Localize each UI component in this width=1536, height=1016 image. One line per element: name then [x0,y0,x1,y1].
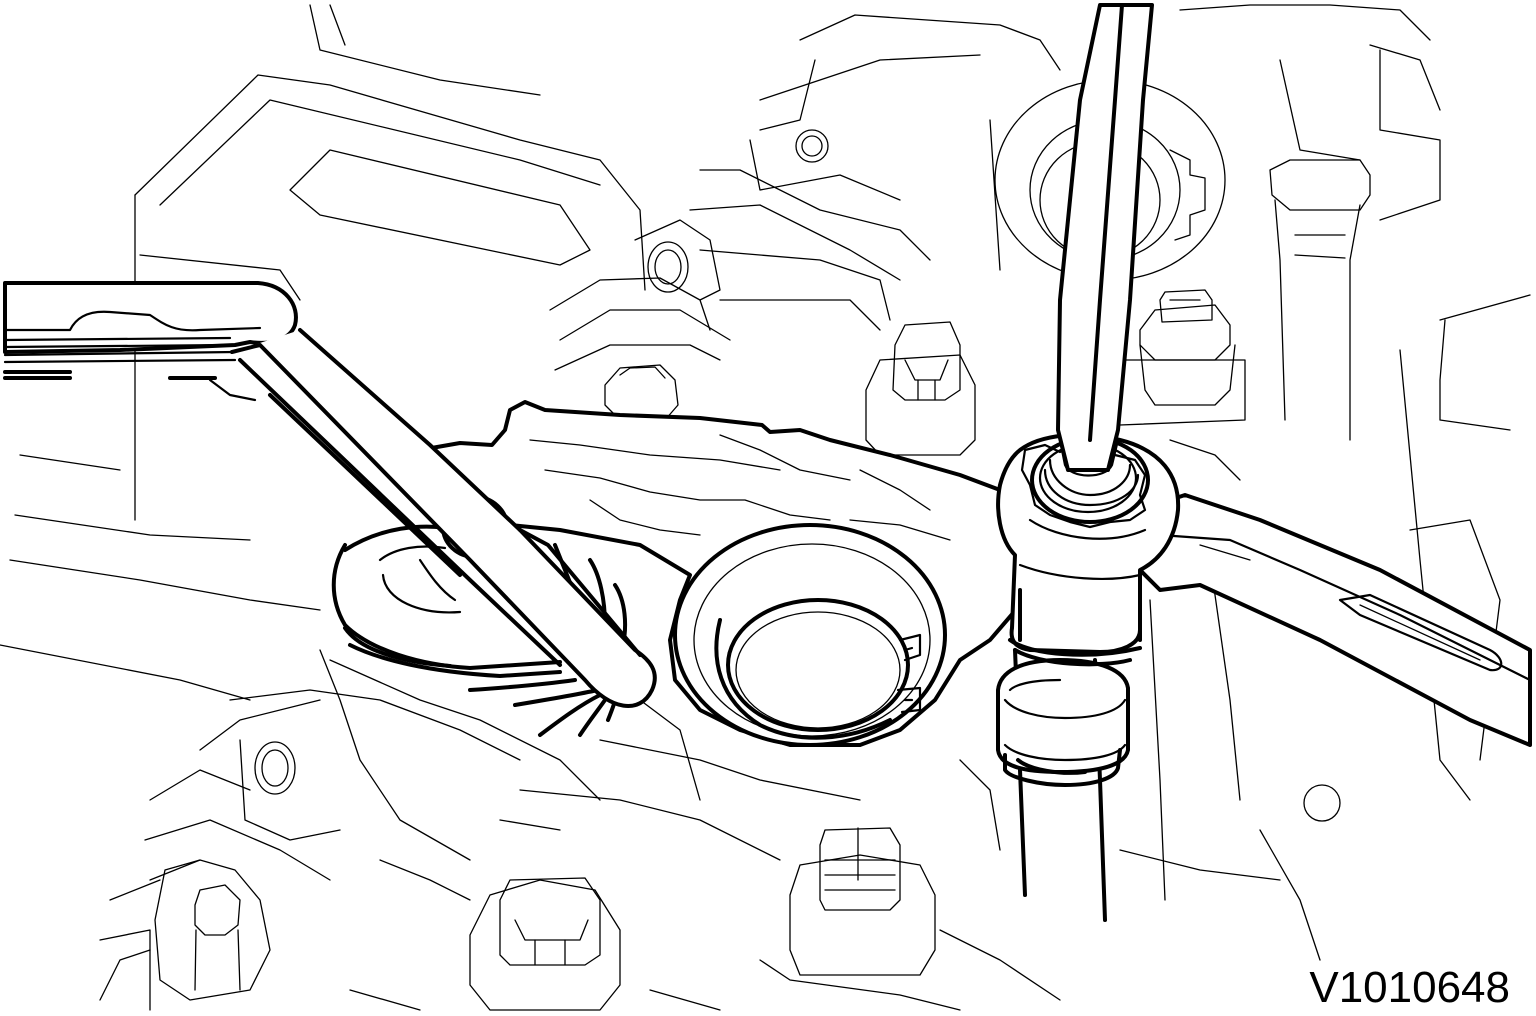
valve-spring-right [996,648,1130,922]
feeler-gauge [3,281,657,708]
screwdriver [1043,3,1154,507]
figure-code-label: V1010648 [1309,963,1510,1012]
cylinder-head-background [0,4,1531,1011]
